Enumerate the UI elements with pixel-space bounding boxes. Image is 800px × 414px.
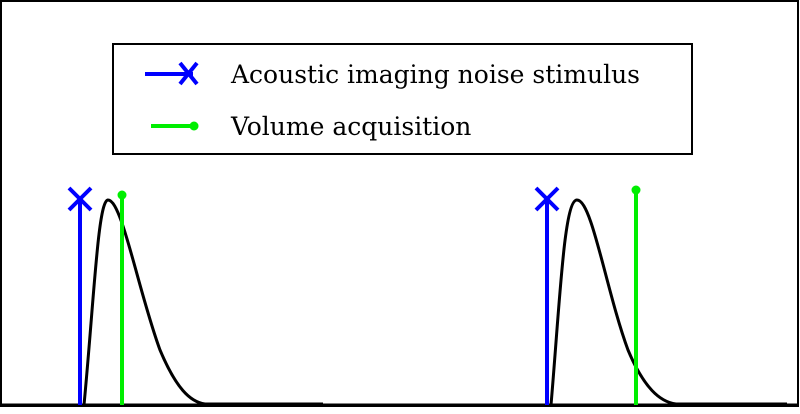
- panel-2: [534, 185, 787, 406]
- dot-icon: [117, 190, 127, 200]
- x-icon: [67, 186, 93, 212]
- acquisition-marker-2: [631, 185, 641, 405]
- legend-dot-icon: [151, 121, 199, 131]
- legend-item-stimulus: Acoustic imaging noise stimulus: [145, 60, 640, 89]
- legend-label-stimulus: Acoustic imaging noise stimulus: [230, 60, 640, 89]
- acquisition-marker-1: [117, 190, 127, 405]
- response-curve-1: [82, 198, 323, 406]
- legend: Acoustic imaging noise stimulus Volume a…: [112, 43, 693, 155]
- panel-1: [67, 186, 323, 406]
- stimulus-marker-1: [67, 186, 93, 405]
- legend-item-acquisition: Volume acquisition: [151, 112, 471, 141]
- legend-label-acquisition: Volume acquisition: [230, 112, 471, 141]
- x-icon: [534, 186, 560, 212]
- legend-box: [112, 43, 693, 155]
- legend-cross-icon: [145, 61, 199, 86]
- response-curve-2: [549, 198, 787, 406]
- dot-icon: [631, 185, 641, 195]
- stimulus-marker-2: [534, 186, 560, 405]
